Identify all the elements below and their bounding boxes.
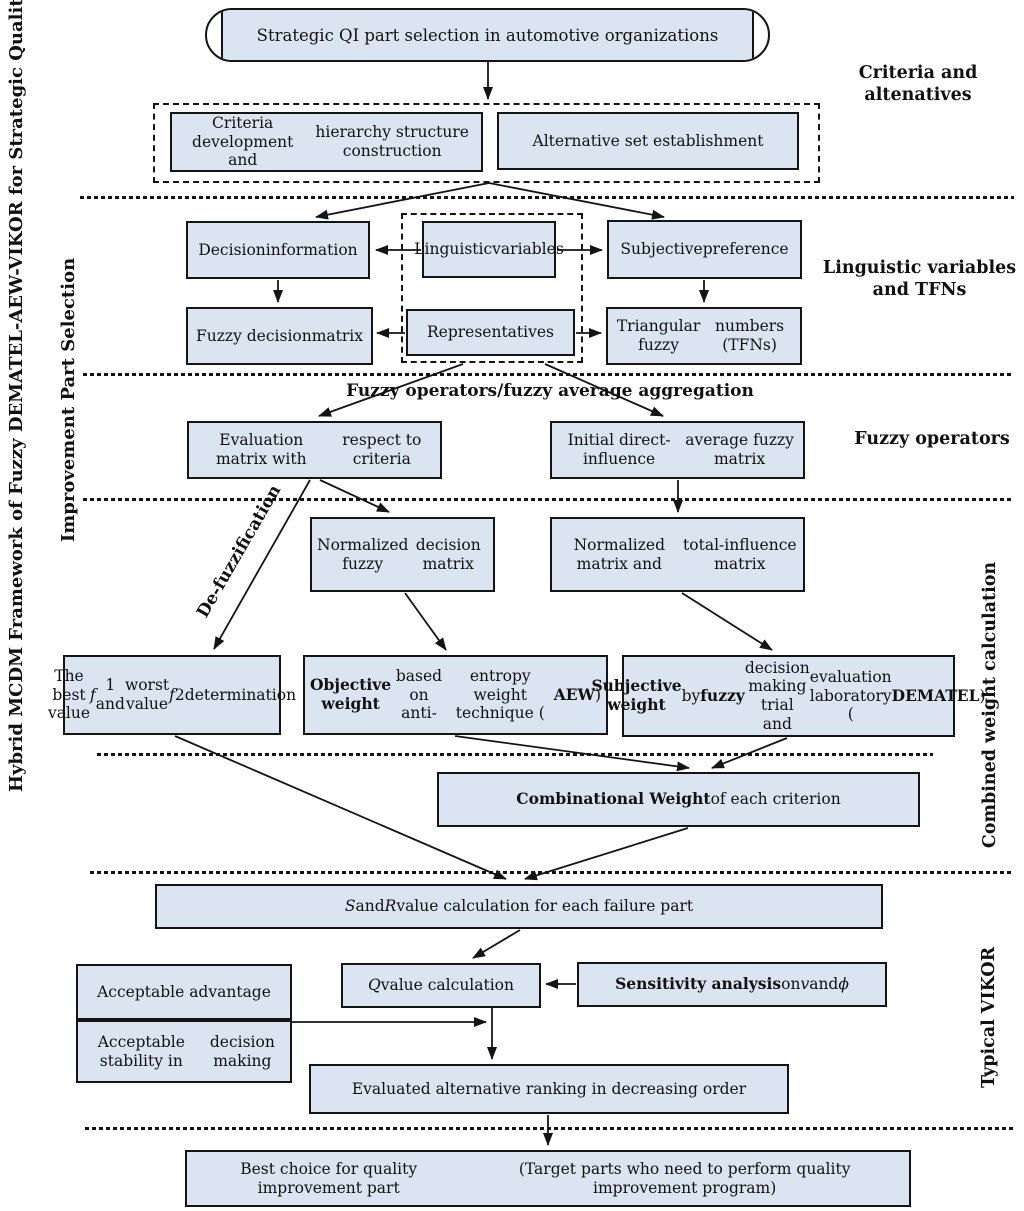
box-start-terminator: Strategic QI part selection in automotiv… <box>205 8 770 62</box>
flow-arrow-objective-to-combinational <box>454 735 690 772</box>
section-separator-4 <box>97 753 933 756</box>
section-separator-3 <box>83 498 1014 501</box>
section-separator-2 <box>83 373 1014 376</box>
label-defuzzification: De-fuzzification <box>193 481 286 622</box>
group-criteria-alternatives <box>153 103 820 183</box>
label-typical-vikor: Typical VIKOR <box>979 946 999 1088</box>
section-separator-5 <box>90 871 1014 874</box>
section-separator-6 <box>85 1127 1014 1130</box>
box-representatives: Representatives <box>406 309 575 356</box>
terminator-fill <box>221 10 754 60</box>
flow-arrow-group-to-subjective <box>488 182 665 220</box>
box-objective-weight-aew: Objective weight based on anti-entropy w… <box>303 655 608 735</box>
box-combinational-weight: Combinational Weight of each criterion <box>437 772 920 827</box>
flow-arrow-normtotal-to-subjectiveweight <box>681 592 773 651</box>
flow-arrow-sr-to-q <box>472 929 521 959</box>
box-evaluated-ranking: Evaluated alternative ranking in decreas… <box>309 1064 789 1114</box>
box-s-r-calculation: S and R value calculation for each failu… <box>155 884 883 929</box>
box-acceptable-advantage: Acceptable advantage <box>76 964 292 1020</box>
box-q-value-calculation: Q value calculation <box>341 963 541 1008</box>
label-fuzzy-operators: Fuzzy operators <box>854 429 1010 449</box>
flow-arrow-normfuzzy-to-objective <box>404 592 447 651</box>
box-start-label: Strategic QI part selection in automotiv… <box>256 25 719 45</box>
label-fuzzy-aggregation: Fuzzy operators/fuzzy average aggregatio… <box>346 381 754 401</box>
box-alternative-set: Alternative set establishment <box>497 112 799 170</box>
flow-arrow-group-to-decision <box>315 182 490 220</box>
flow-arrow-eval-to-normfuzzy <box>319 479 390 513</box>
box-sensitivity-analysis: Sensitivity analysis on v and ϕ <box>577 962 887 1007</box>
section-separator-1 <box>80 196 1014 199</box>
box-best-choice: Best choice for quality improvement part… <box>185 1150 911 1207</box>
